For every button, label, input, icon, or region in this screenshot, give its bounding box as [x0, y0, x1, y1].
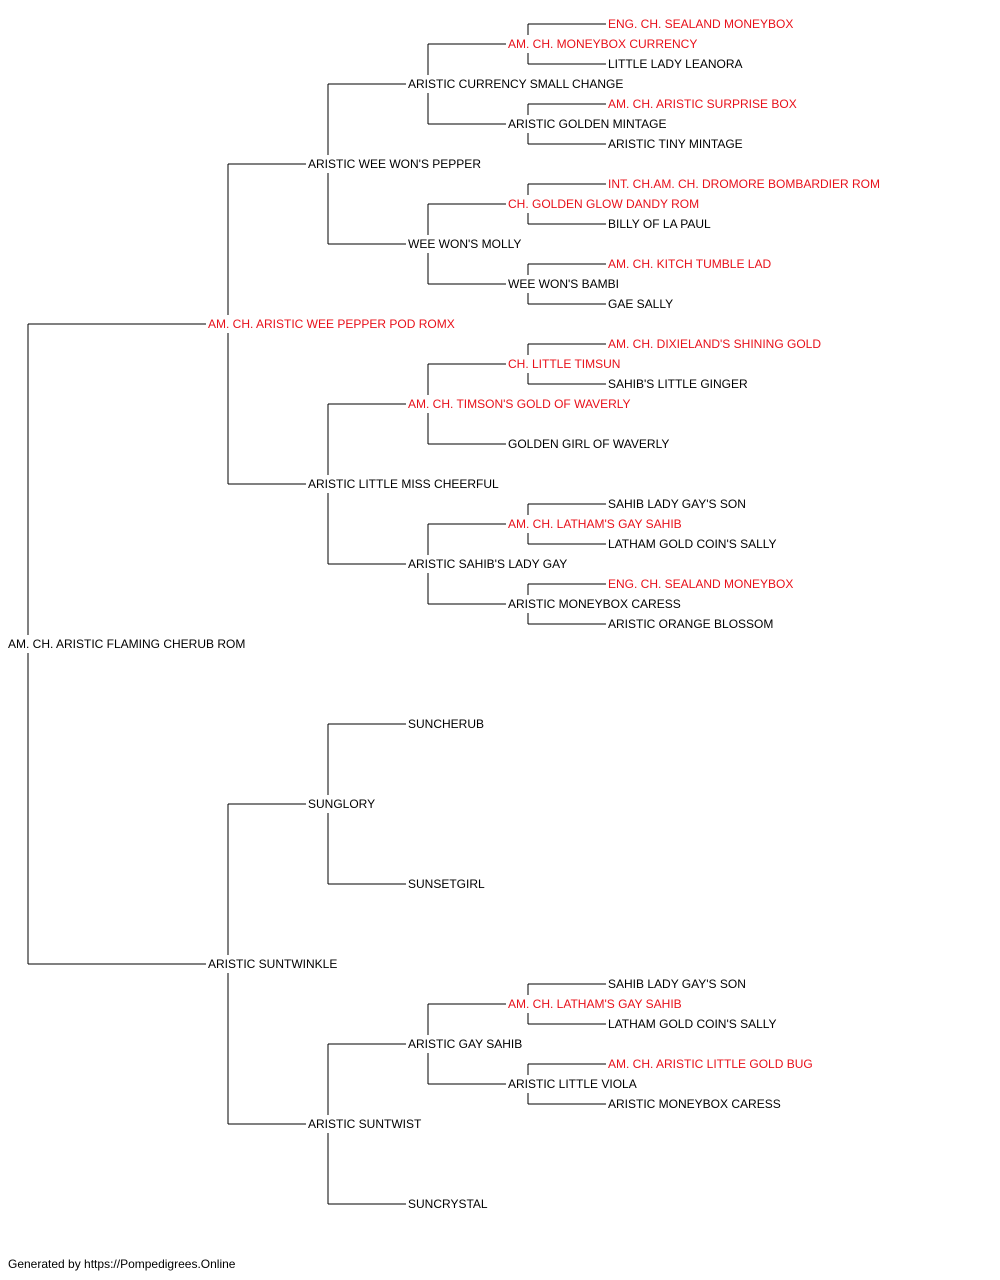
champion-dog-name-gen4: AM. CH. LATHAM'S GAY SAHIB: [508, 997, 682, 1011]
champion-dog-name-gen5: AM. CH. ARISTIC LITTLE GOLD BUG: [608, 1057, 813, 1071]
champion-dog-name-gen5: INT. CH.AM. CH. DROMORE BOMBARDIER ROM: [608, 177, 880, 191]
generator-credit: Generated by https://Pompedigrees.Online: [8, 1257, 236, 1271]
champion-dog-name-gen5: AM. CH. DIXIELAND'S SHINING GOLD: [608, 337, 821, 351]
pedigree-connector-lines: [27, 23, 606, 1205]
dog-name-gen5: LITTLE LADY LEANORA: [608, 57, 743, 71]
champion-dog-name-gen5: ENG. CH. SEALAND MONEYBOX: [608, 577, 793, 591]
dog-name-gen3: SUNCHERUB: [408, 717, 484, 731]
dog-name-gen4: ARISTIC GOLDEN MINTAGE: [508, 117, 666, 131]
dog-name-gen2: SUNGLORY: [308, 797, 375, 811]
dog-name-gen1: ARISTIC SUNTWINKLE: [208, 957, 337, 971]
dog-name-gen3: SUNCRYSTAL: [408, 1197, 488, 1211]
dog-name-gen5: BILLY OF LA PAUL: [608, 217, 711, 231]
dog-name-gen4: ARISTIC MONEYBOX CARESS: [508, 597, 681, 611]
champion-dog-name-gen3: AM. CH. TIMSON'S GOLD OF WAVERLY: [408, 397, 631, 411]
dog-name-gen3: ARISTIC SAHIB'S LADY GAY: [408, 557, 567, 571]
dog-name-gen5: SAHIB LADY GAY'S SON: [608, 497, 746, 511]
champion-dog-name-gen4: CH. GOLDEN GLOW DANDY ROM: [508, 197, 699, 211]
dog-name-gen2: ARISTIC SUNTWIST: [308, 1117, 422, 1131]
dog-name-gen5: SAHIB'S LITTLE GINGER: [608, 377, 748, 391]
dog-name-gen3: ARISTIC CURRENCY SMALL CHANGE: [408, 77, 623, 91]
dog-name-gen4: GOLDEN GIRL OF WAVERLY: [508, 437, 669, 451]
champion-dog-name-gen4: AM. CH. MONEYBOX CURRENCY: [508, 37, 697, 51]
champion-dog-name-gen4: AM. CH. LATHAM'S GAY SAHIB: [508, 517, 682, 531]
dog-name-gen3: SUNSETGIRL: [408, 877, 485, 891]
dog-name-gen0: AM. CH. ARISTIC FLAMING CHERUB ROM: [8, 637, 245, 651]
dog-name-gen5: LATHAM GOLD COIN'S SALLY: [608, 537, 777, 551]
pedigree-name-labels: AM. CH. ARISTIC FLAMING CHERUB ROM AM. CH…: [8, 17, 880, 1211]
champion-dog-name-gen4: CH. LITTLE TIMSUN: [508, 357, 620, 371]
champion-dog-name-gen5: AM. CH. ARISTIC SURPRISE BOX: [608, 97, 797, 111]
dog-name-gen4: ARISTIC LITTLE VIOLA: [508, 1077, 637, 1091]
dog-name-gen5: ARISTIC ORANGE BLOSSOM: [608, 617, 773, 631]
dog-name-gen5: ARISTIC TINY MINTAGE: [608, 137, 743, 151]
dog-name-gen4: WEE WON'S BAMBI: [508, 277, 619, 291]
dog-name-gen5: SAHIB LADY GAY'S SON: [608, 977, 746, 991]
dog-name-gen3: WEE WON'S MOLLY: [408, 237, 521, 251]
champion-dog-name-gen5: AM. CH. KITCH TUMBLE LAD: [608, 257, 771, 271]
dog-name-gen5: GAE SALLY: [608, 297, 673, 311]
dog-name-gen5: LATHAM GOLD COIN'S SALLY: [608, 1017, 777, 1031]
dog-name-gen5: ARISTIC MONEYBOX CARESS: [608, 1097, 781, 1111]
champion-dog-name-gen1: AM. CH. ARISTIC WEE PEPPER POD ROMX: [208, 317, 455, 331]
dog-name-gen3: ARISTIC GAY SAHIB: [408, 1037, 522, 1051]
dog-name-gen2: ARISTIC LITTLE MISS CHEERFUL: [308, 477, 499, 491]
champion-dog-name-gen5: ENG. CH. SEALAND MONEYBOX: [608, 17, 793, 31]
dog-name-gen2: ARISTIC WEE WON'S PEPPER: [308, 157, 481, 171]
